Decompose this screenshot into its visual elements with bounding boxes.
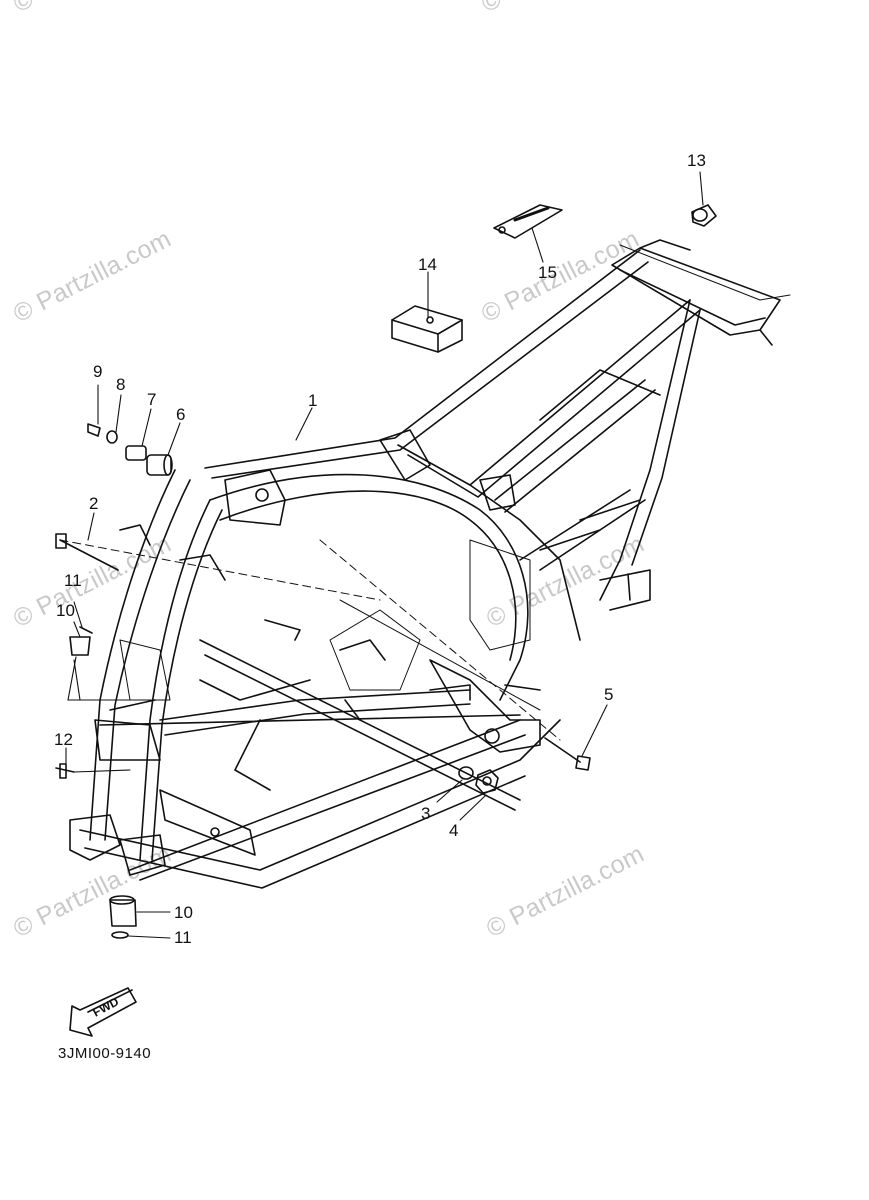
callout-6: 6 bbox=[176, 405, 186, 424]
callout-15: 15 bbox=[538, 263, 557, 282]
nipple-12 bbox=[55, 763, 75, 779]
callout-4: 4 bbox=[449, 821, 459, 840]
callout-13: 13 bbox=[687, 151, 706, 170]
callout-14: 14 bbox=[418, 255, 437, 274]
callout-1: 1 bbox=[308, 391, 318, 410]
callout-11-upper: 11 bbox=[64, 571, 82, 590]
washer-3 bbox=[458, 766, 474, 780]
clip-11-upper bbox=[79, 626, 93, 634]
cap-13 bbox=[691, 204, 717, 227]
bush-10-upper bbox=[69, 636, 91, 656]
main-frame bbox=[59, 239, 791, 889]
label-15 bbox=[493, 204, 563, 239]
callout-10-upper: 10 bbox=[56, 601, 75, 620]
callout-8: 8 bbox=[116, 375, 126, 394]
fwd-arrow-icon bbox=[69, 987, 137, 1037]
callout-7: 7 bbox=[147, 390, 157, 409]
leader-lines bbox=[65, 171, 704, 939]
long-bolt-2 bbox=[55, 533, 119, 571]
bushing-stack bbox=[87, 423, 173, 476]
bush-10-lower bbox=[109, 895, 137, 927]
callout-2: 2 bbox=[89, 494, 99, 513]
callout-11-lower: 11 bbox=[174, 928, 192, 947]
callout-12: 12 bbox=[54, 730, 73, 749]
callout-10-lower: 10 bbox=[174, 903, 193, 922]
callout-9: 9 bbox=[93, 362, 103, 381]
pad-14 bbox=[391, 305, 463, 353]
callout-3: 3 bbox=[421, 804, 431, 823]
callout-5: 5 bbox=[604, 685, 614, 704]
nut-4 bbox=[475, 769, 499, 794]
bolt-5 bbox=[544, 737, 591, 771]
clip-11-lower bbox=[111, 931, 129, 939]
diagram-code: 3JMI00-9140 bbox=[58, 1045, 152, 1062]
